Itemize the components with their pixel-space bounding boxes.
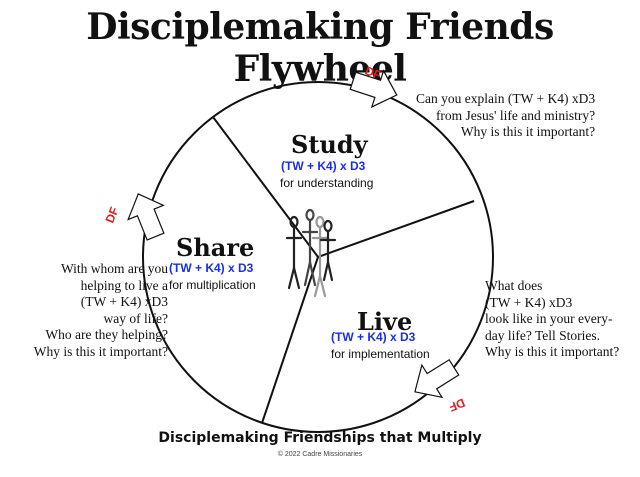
live-title: Live bbox=[357, 307, 413, 336]
arrow-icon-top bbox=[349, 69, 398, 109]
study-question: Can you explain (TW + K4) xD3 from Jesus… bbox=[416, 91, 595, 141]
page-title: Disciplemaking Friends Flywheel bbox=[86, 6, 554, 90]
live-formula: (TW + K4) x D3 bbox=[331, 330, 416, 344]
study-title: Study bbox=[291, 130, 368, 159]
share-question-line: With whom are you bbox=[60, 261, 168, 276]
live-purpose: for implementation bbox=[331, 347, 430, 361]
live-question-line: Why is this it important? bbox=[485, 344, 620, 359]
live-question-line: What does bbox=[485, 278, 543, 293]
spoke-study-share bbox=[212, 116, 319, 258]
share-question-line: way of life? bbox=[103, 310, 168, 326]
share-question-line: Why is this it important? bbox=[33, 343, 168, 359]
live-question-line: (TW + K4) xD3 bbox=[485, 294, 573, 310]
share-question-line: (TW + K4) xD3 bbox=[80, 294, 168, 309]
spoke-study-live bbox=[317, 200, 475, 258]
arrow-icon-left bbox=[127, 193, 165, 241]
study-question-line: Can you explain (TW + K4) xD3 bbox=[416, 91, 596, 106]
share-purpose: for multiplication bbox=[169, 278, 256, 292]
share-question-line: helping to live a bbox=[80, 277, 168, 293]
live-question-line: look like in your every- bbox=[485, 311, 613, 326]
study-question-line: Why is this it important? bbox=[460, 124, 596, 139]
figures-icon bbox=[285, 208, 337, 298]
share-question-line: Who are they helping? bbox=[45, 327, 168, 342]
spoke-live-share bbox=[261, 256, 319, 424]
study-formula: (TW + K4) x D3 bbox=[281, 159, 366, 173]
flywheel-circle bbox=[142, 81, 494, 433]
share-title: Share bbox=[176, 233, 255, 262]
copyright-notice: © 2022 Cadre Missionaries bbox=[277, 451, 363, 458]
footer-tagline: Disciplemaking Friendships that Multiply bbox=[158, 430, 482, 446]
arrow-icon-bottom bbox=[414, 358, 460, 399]
study-purpose: for understanding bbox=[280, 176, 374, 190]
live-question: What does (TW + K4) xD3 look like in you… bbox=[485, 278, 619, 361]
share-formula: (TW + K4) x D3 bbox=[169, 261, 254, 275]
live-question-line: day life? Tell Stories. bbox=[485, 327, 601, 343]
study-question-line: from Jesus' life and ministry? bbox=[435, 107, 596, 123]
share-question: With whom are you helping to live a (TW … bbox=[4, 261, 168, 360]
